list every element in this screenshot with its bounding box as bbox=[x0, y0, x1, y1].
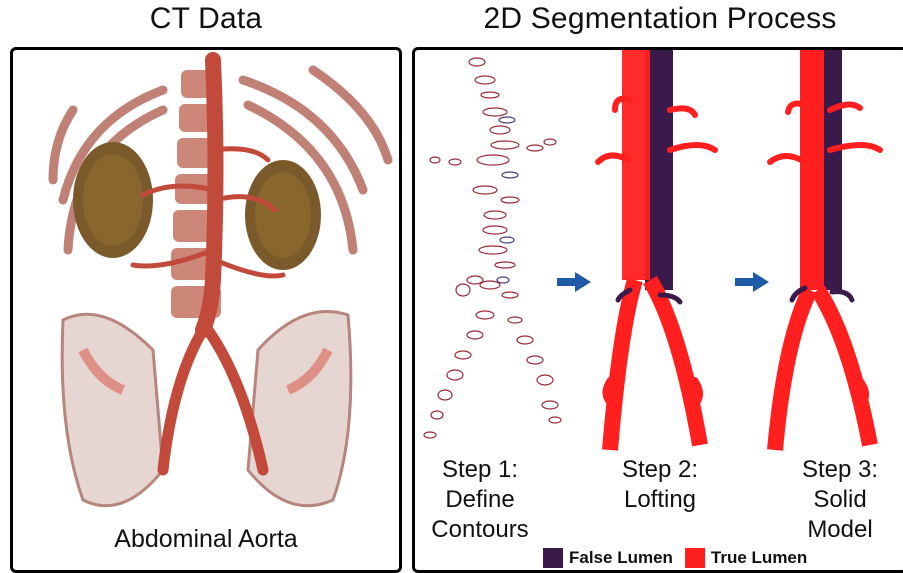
step-1-line2: Define bbox=[415, 485, 545, 515]
true-lumen-label: True Lumen bbox=[711, 548, 807, 568]
ct-data-caption: Abdominal Aorta bbox=[13, 524, 399, 555]
step-3-line1: Step 3: bbox=[775, 455, 903, 485]
lofted-model bbox=[590, 50, 740, 460]
solid-model bbox=[760, 50, 900, 460]
step-2-line2: Lofting bbox=[595, 485, 725, 515]
step-1-label: Step 1: Define Contours bbox=[415, 455, 545, 545]
true-lumen-swatch bbox=[685, 548, 705, 568]
false-lumen-swatch bbox=[543, 548, 563, 568]
legend-item-false-lumen: False Lumen bbox=[543, 548, 673, 568]
segmentation-title: 2D Segmentation Process bbox=[412, 2, 903, 36]
ct-data-title: CT Data bbox=[10, 2, 402, 36]
ct-data-panel: Abdominal Aorta bbox=[10, 47, 402, 573]
false-lumen-label: False Lumen bbox=[569, 548, 673, 568]
step-2-line1: Step 2: bbox=[595, 455, 725, 485]
step-2-label: Step 2: Lofting bbox=[595, 455, 725, 515]
step-3-line2: Solid bbox=[775, 485, 903, 515]
ct-volume-render bbox=[13, 50, 399, 520]
legend: False Lumen True Lumen bbox=[543, 547, 819, 569]
arrow-right-icon bbox=[555, 270, 595, 294]
step-1-line3: Contours bbox=[415, 515, 545, 545]
contour-stack bbox=[415, 50, 565, 450]
step-1-line1: Step 1: bbox=[415, 455, 545, 485]
legend-item-true-lumen: True Lumen bbox=[685, 548, 807, 568]
segmentation-panel: Step 1: Define Contours Step 2: Lofting … bbox=[412, 47, 903, 573]
step-3-line3: Model bbox=[775, 515, 903, 545]
step-3-label: Step 3: Solid Model bbox=[775, 455, 903, 545]
